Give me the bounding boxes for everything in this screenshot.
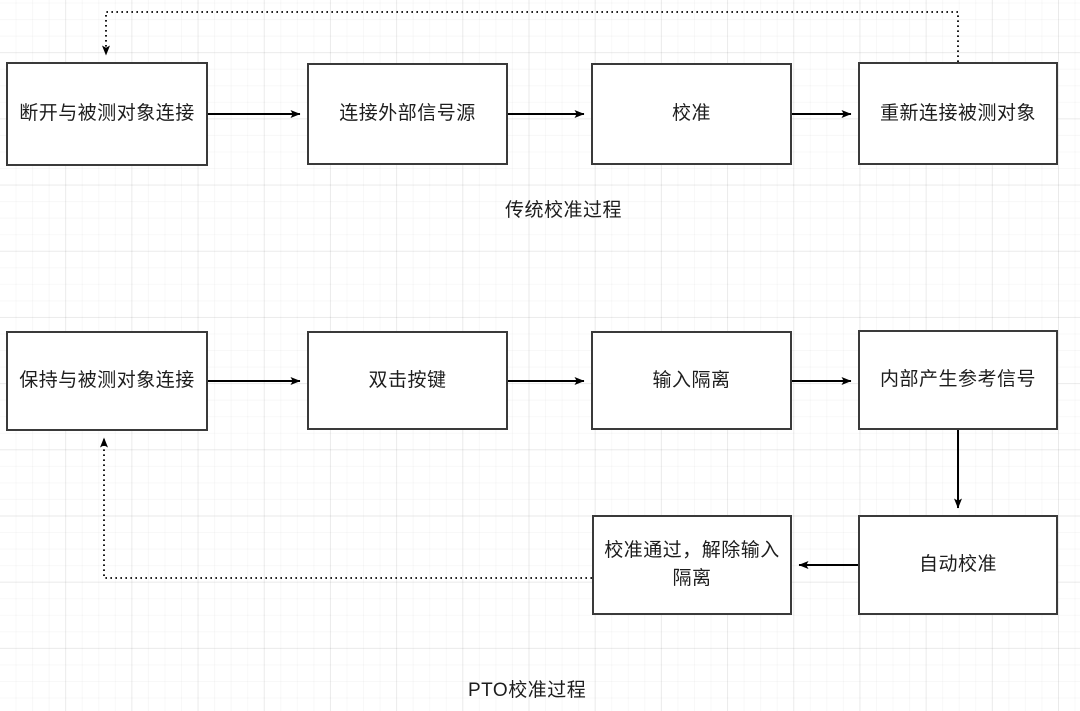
node-double-click-key-label: 双击按键: [368, 369, 447, 391]
node-internal-reference-signal[interactable]: 内部产生参考信号: [858, 330, 1058, 430]
node-reconnect-dut[interactable]: 重新连接被测对象: [858, 62, 1058, 165]
node-reconnect-dut-label: 重新连接被测对象: [879, 102, 1036, 124]
caption-traditional-process: 传统校准过程: [505, 200, 623, 221]
node-disconnect-dut[interactable]: 断开与被测对象连接: [6, 62, 208, 166]
node-connect-external-source[interactable]: 连接外部信号源: [307, 63, 508, 165]
node-double-click-key[interactable]: 双击按键: [307, 331, 508, 430]
node-calibration-pass-release-isolation[interactable]: 校准通过，解除输入 隔离: [592, 515, 792, 615]
edge-reconnect-to-disconnect-feedback: [102, 11, 959, 62]
caption-pto-process: PTO校准过程: [468, 680, 587, 701]
node-input-isolation-label: 输入隔离: [652, 369, 731, 391]
edge-calibration-pass-to-keep-connected-feedback: [100, 437, 592, 579]
node-keep-dut-connected-label: 保持与被测对象连接: [19, 370, 195, 392]
node-disconnect-dut-label: 断开与被测对象连接: [19, 103, 195, 125]
node-keep-dut-connected[interactable]: 保持与被测对象连接: [6, 331, 208, 431]
node-auto-calibrate[interactable]: 自动校准: [858, 515, 1058, 615]
node-connect-external-source-label: 连接外部信号源: [339, 103, 476, 125]
node-internal-reference-signal-label: 内部产生参考信号: [879, 369, 1036, 391]
node-calibrate-label: 校准: [671, 103, 711, 125]
node-calibration-pass-release-isolation-label: 校准通过，解除输入 隔离: [604, 540, 780, 589]
node-input-isolation[interactable]: 输入隔离: [591, 331, 792, 430]
node-calibrate[interactable]: 校准: [591, 63, 792, 165]
node-auto-calibrate-label: 自动校准: [918, 554, 997, 576]
